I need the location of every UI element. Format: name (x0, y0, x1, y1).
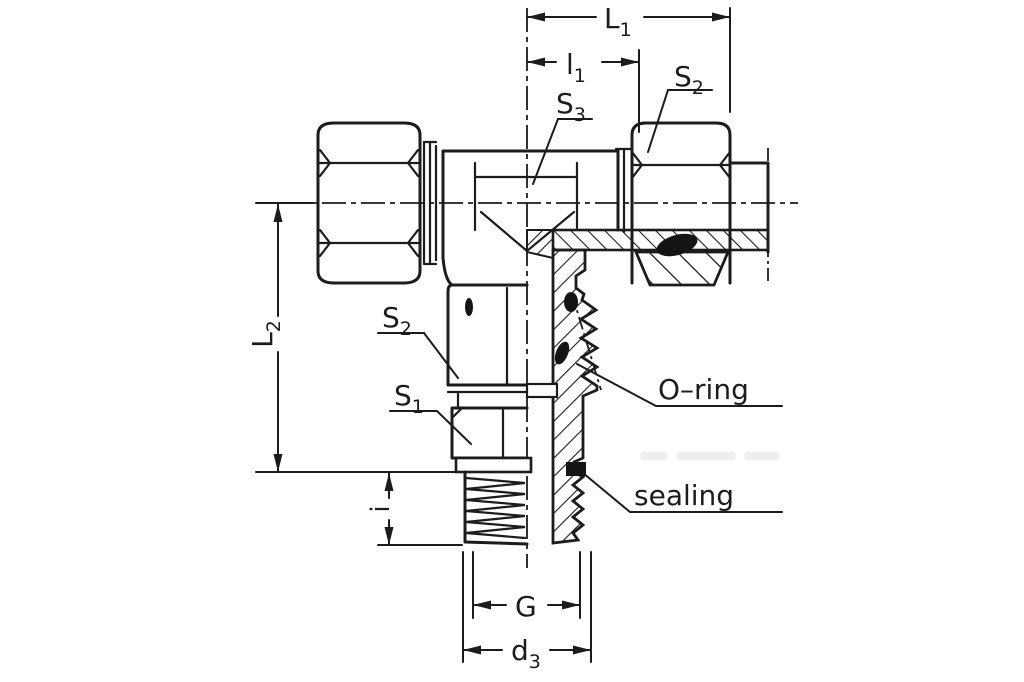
backup-washer-tab (525, 382, 559, 399)
sealing-label: sealing (634, 479, 734, 512)
dimension-L1: L1 (526, 2, 731, 113)
dim-L2-label: L2 (246, 320, 285, 348)
vertical-branch-section (551, 248, 600, 545)
o-ring-upper-seal (564, 292, 578, 312)
callout-sealing: sealing (582, 472, 783, 513)
right-nut-section (633, 250, 731, 287)
seals (554, 233, 698, 476)
cutting-ring-ferrule (656, 233, 698, 257)
callout-S3: S3 (532, 87, 593, 185)
dim-i-label: i (366, 505, 396, 512)
dimension-i: i (366, 472, 463, 546)
tube (728, 161, 770, 254)
watermark-remnant (640, 452, 780, 460)
body-wedge-section (526, 229, 554, 260)
dim-G-label: G (515, 590, 537, 623)
o-ring-label: O–ring (658, 373, 749, 406)
callout-o-ring: O–ring (576, 363, 783, 407)
right-nut (630, 121, 732, 285)
dim-L1-label: L1 (604, 2, 632, 41)
locknut-hex (450, 406, 529, 460)
callout-S2-mid: S2 (377, 301, 459, 379)
centerlines (283, 8, 798, 568)
sealing-ring (566, 462, 586, 476)
S1-label: S1 (394, 379, 424, 418)
section-hatching (526, 228, 770, 545)
dimension-d3: d3 (462, 551, 592, 673)
o-ring-seal (554, 341, 570, 365)
callout-S1: S1 (389, 379, 472, 445)
callout-S2-top: S2 (647, 60, 713, 153)
male-thread-coil (464, 476, 527, 540)
left-nut (316, 121, 422, 285)
nut-sight-dot (465, 298, 473, 316)
dim-l1-label: l1 (566, 48, 586, 87)
dimension-G: G (472, 551, 581, 623)
S3-label: S3 (556, 87, 586, 126)
S2-mid-label: S2 (382, 301, 412, 340)
dimension-l1: l1 (526, 48, 640, 133)
S2-top-label: S2 (674, 60, 704, 99)
dim-d3-label: d3 (511, 634, 541, 673)
swivel-nut-vertical (446, 283, 529, 410)
threaded-stud (463, 470, 529, 546)
washer (454, 456, 533, 474)
dimension-L2: L2 (246, 202, 456, 473)
body (422, 140, 634, 287)
